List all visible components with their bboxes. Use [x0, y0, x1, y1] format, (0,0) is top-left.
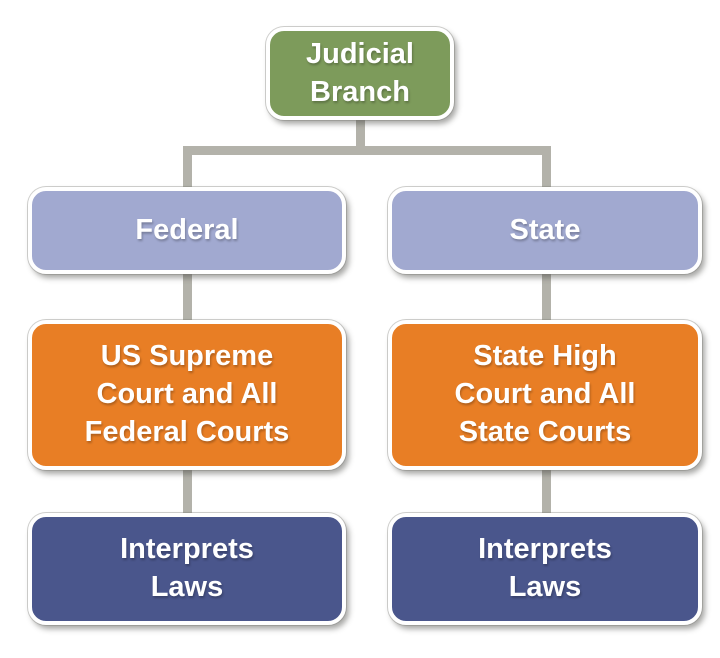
branch-node-federal-label: Federal [135, 213, 239, 246]
root-node-label: Judicial Branch [306, 37, 414, 108]
connector-root-stem [356, 110, 365, 155]
branch-node-federal: Federal [28, 187, 346, 274]
connector-federal-court [183, 265, 192, 330]
court-node-federal-label: US Supreme Court and All Federal Courts [84, 340, 290, 448]
connector-horizontal-bar [183, 146, 551, 155]
function-node-federal: Interprets Laws [28, 513, 346, 625]
branch-node-state: State [388, 187, 702, 274]
connector-drop-federal [183, 146, 192, 198]
function-node-state: Interprets Laws [388, 513, 702, 625]
court-node-state-label: State High Court and All State Courts [454, 340, 636, 448]
connector-federal-function [183, 460, 192, 522]
connector-state-court [542, 265, 551, 330]
connector-drop-state [542, 146, 551, 198]
court-node-state: State High Court and All State Courts [388, 320, 702, 470]
function-node-state-label: Interprets Laws [478, 533, 612, 603]
root-node-judicial-branch: Judicial Branch [266, 27, 454, 120]
court-node-federal: US Supreme Court and All Federal Courts [28, 320, 346, 470]
connector-state-function [542, 460, 551, 522]
branch-node-state-label: State [509, 213, 581, 246]
function-node-federal-label: Interprets Laws [120, 533, 254, 603]
